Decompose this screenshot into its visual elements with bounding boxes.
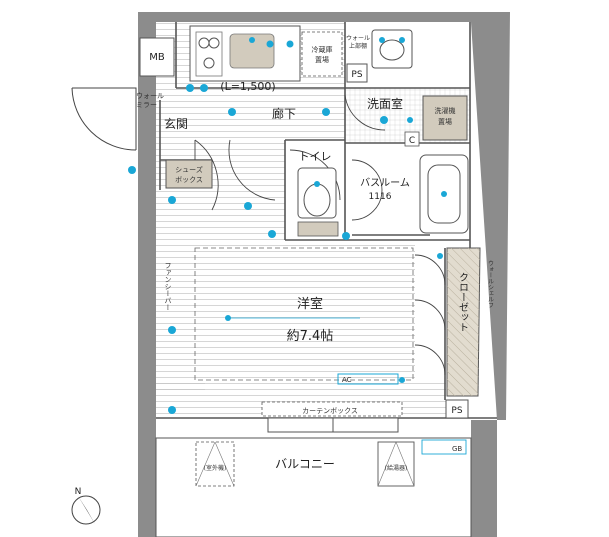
shoe-box-label-2: ボックス — [175, 176, 203, 184]
mb-label: MB — [149, 52, 165, 63]
ac-units: AC — [337, 373, 399, 385]
washroom-label: 洗面室 — [367, 96, 403, 111]
washer-label-2: 置場 — [438, 117, 452, 126]
wall-shelf-top-label-1: ウォール — [346, 34, 370, 42]
ps-bottom: PS — [445, 399, 469, 419]
fridge-space: 冷蔵庫 置場 — [301, 31, 343, 77]
north-label: N — [75, 487, 82, 497]
bathroom-label: バスルーム — [360, 177, 410, 189]
fridge-label-1: 冷蔵庫 — [312, 45, 333, 54]
curtain-rail-label: ファンシーバー — [164, 262, 172, 311]
curtain-box: カーテンボックス — [261, 401, 403, 433]
balcony: バルコニー (室外機) (給湯器) GB — [155, 437, 472, 537]
wall-mirror-label-1: ウォール — [136, 92, 164, 100]
entrance-label: 玄関 — [164, 116, 188, 131]
curtain-box-label: カーテンボックス — [302, 407, 358, 415]
wall-shelf-top: ウォール 上部棚 — [346, 34, 370, 50]
inner-doors — [194, 94, 446, 376]
bath-size-label: 1116 — [369, 192, 392, 202]
c-mark-label: C — [409, 136, 415, 146]
washer-space: 洗濯機 置場 — [422, 95, 468, 141]
western-room-outline — [194, 247, 414, 381]
fridge-label-2: 置場 — [315, 55, 329, 64]
washbasin — [371, 29, 413, 69]
c-mark: C — [404, 131, 420, 147]
entrance-door — [71, 87, 137, 151]
equipment-line — [225, 315, 360, 321]
room-size-label: 約7.4帖 — [287, 329, 334, 344]
kitchen — [189, 25, 301, 82]
gb-label: GB — [452, 445, 462, 453]
exterior-walls — [138, 12, 510, 537]
closet: クローゼット ウォールシェルフ — [446, 247, 494, 397]
outdoor-unit-label: (室外機) — [204, 464, 227, 472]
washer-label-1: 洗濯機 — [435, 106, 456, 115]
mb-space: MB — [139, 37, 175, 77]
water-heater-label: (給湯器) — [385, 464, 408, 472]
ac-label: AC — [342, 376, 352, 384]
ps-top-label: PS — [351, 70, 362, 80]
ps-top: PS — [346, 63, 368, 83]
ps-bottom-label: PS — [451, 406, 462, 416]
wall-shelf-top-label-2: 上部棚 — [349, 42, 367, 50]
closet-label: クローゼット — [457, 272, 469, 332]
toilet-fixture — [297, 167, 339, 237]
shoe-box: シューズ ボックス — [165, 159, 213, 189]
corridor-label: 廊下 — [272, 106, 296, 121]
north-arrow: N — [71, 487, 101, 525]
toilet-label: トイレ — [299, 150, 332, 163]
balcony-label: バルコニー — [275, 457, 335, 471]
equipment-symbols — [128, 84, 443, 414]
bathtub — [419, 154, 469, 234]
western-room-label: 洋室 — [297, 296, 323, 312]
length-note: (L=1,500) — [220, 80, 275, 93]
shoe-box-label-1: シューズ — [175, 165, 203, 174]
wall-shelf-side-label: ウォールシェルフ — [487, 260, 494, 308]
wall-mirror-label-2: ミラー — [136, 101, 157, 109]
